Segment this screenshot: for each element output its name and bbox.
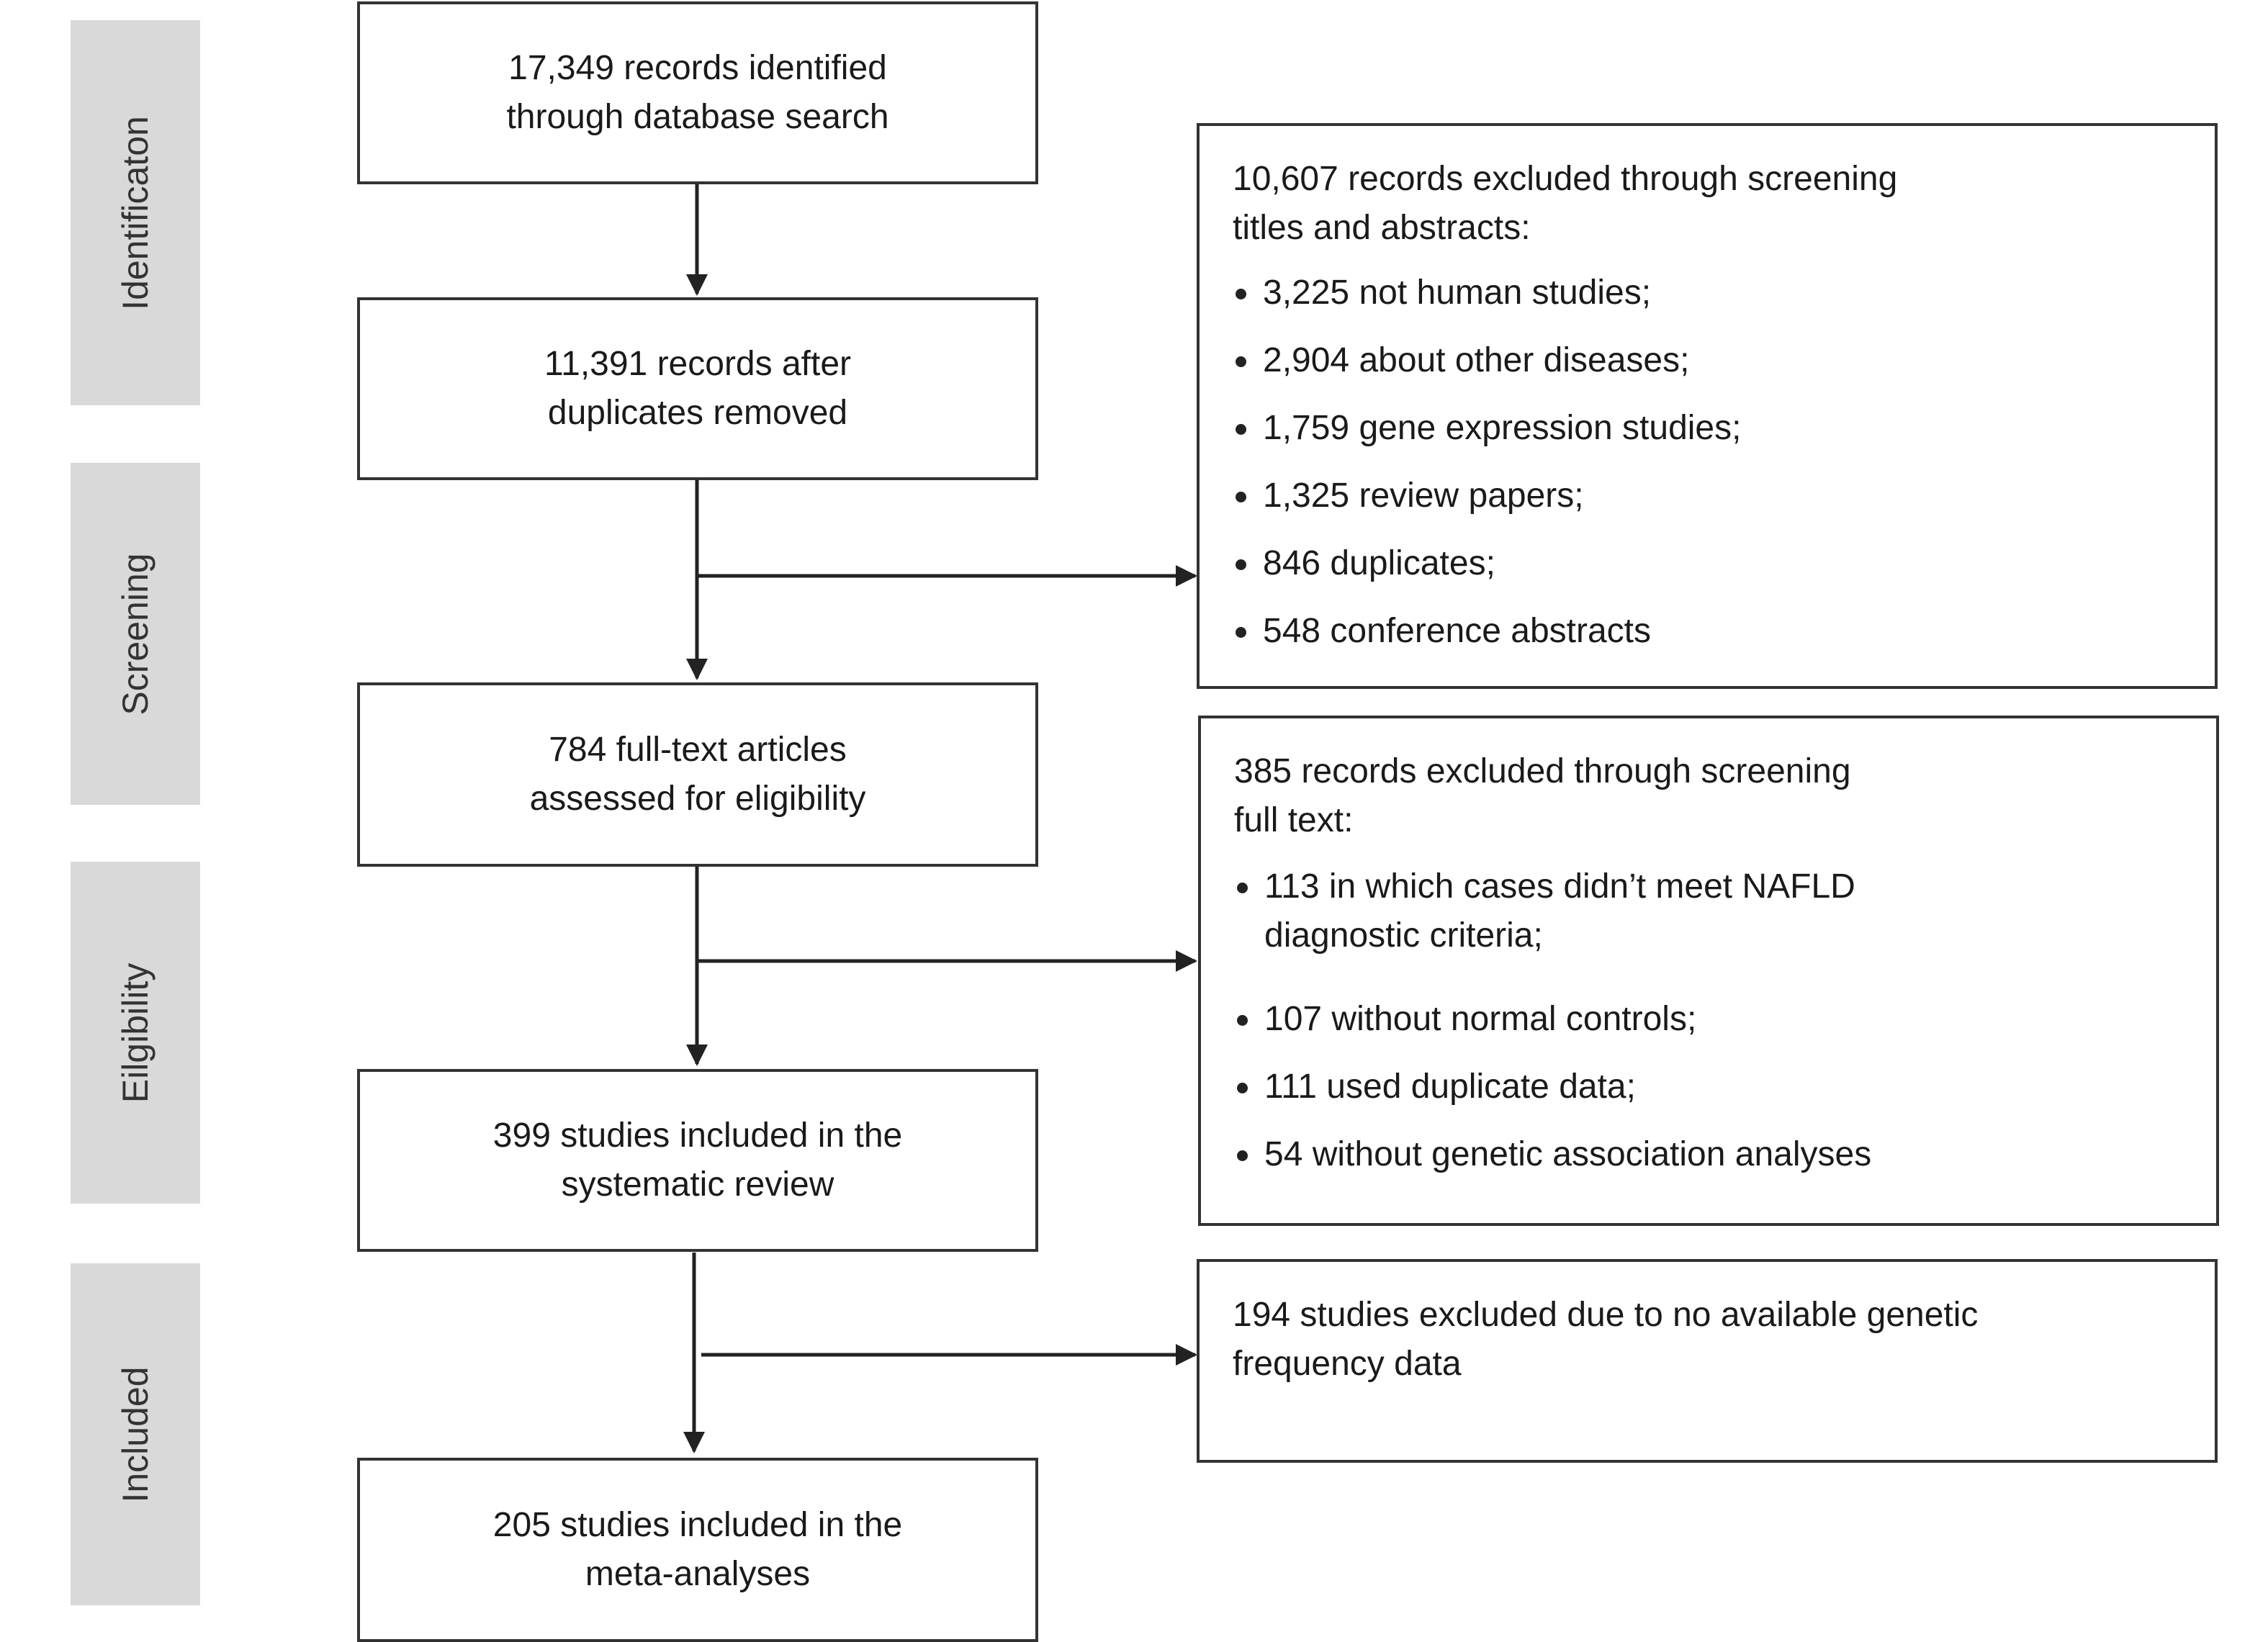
exclusion-item: 3,225 not human studies;	[1233, 269, 2186, 317]
box-line: 205 studies included in the	[492, 1506, 903, 1544]
exclusion-item: 548 conference abstracts	[1233, 607, 2186, 656]
box-frequency-exclusions: 194 studies excluded due to no available…	[1197, 1259, 2218, 1463]
item-line: 111 used duplicate data;	[1264, 1068, 1636, 1106]
stage-eligibility: Eilgibility	[71, 862, 200, 1204]
item-line: 2,904 about other diseases;	[1263, 341, 1690, 379]
stage-screening: Screening	[71, 463, 200, 805]
exclusion-heading: 10,607 records excluded through screenin…	[1233, 155, 2186, 253]
stage-included: Included	[71, 1263, 200, 1605]
box-fulltext-exclusions: 385 records excluded through screening f…	[1198, 716, 2219, 1226]
heading-line: full text:	[1234, 801, 1354, 839]
exclusion-item: 111 used duplicate data;	[1234, 1063, 2187, 1111]
item-line: 548 conference abstracts	[1263, 612, 1651, 650]
exclusion-heading: 385 records excluded through screening f…	[1234, 747, 2187, 845]
box-line: through database search	[506, 98, 889, 136]
box-records-identified: 17,349 records identified through databa…	[357, 1, 1038, 184]
box-line: 399 studies included in the	[492, 1117, 903, 1155]
exclusion-item: 1,325 review papers;	[1233, 472, 2186, 520]
item-line: 54 without genetic association analyses	[1264, 1135, 1872, 1173]
exclusion-item: 54 without genetic association analyses	[1234, 1130, 2187, 1179]
heading-line: titles and abstracts:	[1233, 209, 1531, 247]
box-line: duplicates removed	[547, 394, 848, 432]
exclusion-item: 2,904 about other diseases;	[1233, 336, 2186, 385]
heading-line: frequency data	[1233, 1345, 1462, 1383]
box-after-duplicates: 11,391 records after duplicates removed	[357, 297, 1038, 480]
item-line: diagnostic criteria;	[1264, 916, 1543, 955]
box-line: systematic review	[561, 1165, 834, 1204]
item-line: 3,225 not human studies;	[1263, 274, 1652, 312]
exclusion-item: 107 without normal controls;	[1234, 995, 2187, 1044]
item-line: 107 without normal controls;	[1264, 1000, 1697, 1038]
box-line: 17,349 records identified	[508, 49, 887, 87]
item-line: 1,759 gene expression studies;	[1263, 409, 1742, 447]
stage-identification: Identificaton	[71, 20, 200, 405]
box-meta-analyses: 205 studies included in the meta-analyse…	[357, 1458, 1038, 1642]
exclusion-list: 113 in which cases didn’t meet NAFLD dia…	[1234, 862, 2187, 1179]
item-line: 1,325 review papers;	[1263, 477, 1584, 515]
box-systematic-review: 399 studies included in the systematic r…	[357, 1069, 1038, 1252]
item-line: 846 duplicates;	[1263, 544, 1495, 582]
box-line: 784 full-text articles	[549, 731, 847, 769]
box-line: assessed for eligibility	[529, 780, 866, 818]
exclusion-item: 113 in which cases didn’t meet NAFLD dia…	[1234, 862, 2187, 960]
box-screening-exclusions: 10,607 records excluded through screenin…	[1197, 123, 2218, 689]
box-full-text-assessed: 784 full-text articles assessed for elig…	[357, 682, 1038, 867]
exclusion-heading: 194 studies excluded due to no available…	[1233, 1291, 2186, 1389]
exclusion-item: 1,759 gene expression studies;	[1233, 404, 2186, 453]
box-line: meta-analyses	[585, 1555, 811, 1593]
heading-line: 385 records excluded through screening	[1234, 752, 1851, 790]
heading-line: 194 studies excluded due to no available…	[1233, 1296, 1979, 1334]
exclusion-list: 3,225 not human studies; 2,904 about oth…	[1233, 269, 2186, 656]
box-line: 11,391 records after	[544, 345, 852, 383]
heading-line: 10,607 records excluded through screenin…	[1233, 160, 1898, 198]
exclusion-item: 846 duplicates;	[1233, 539, 2186, 588]
item-line: 113 in which cases didn’t meet NAFLD	[1264, 867, 1855, 906]
